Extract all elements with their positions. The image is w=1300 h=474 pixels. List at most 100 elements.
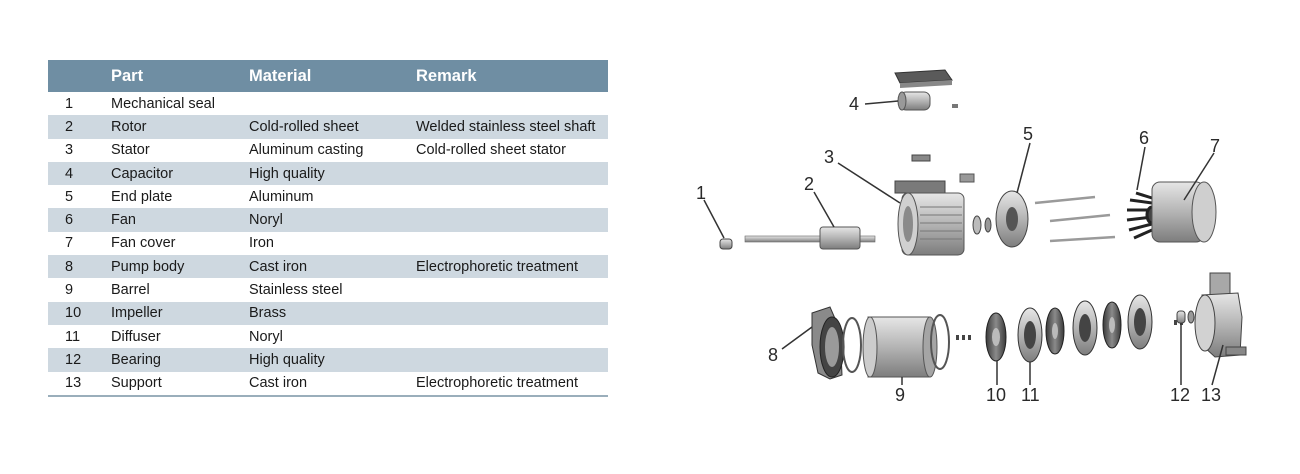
callout-line-8	[781, 326, 813, 350]
callout-line-3	[837, 162, 901, 204]
row-number-cell: 13	[48, 371, 111, 397]
callout-10: 10	[986, 385, 1006, 405]
remark-cell: Welded stainless steel shaft	[416, 115, 608, 139]
material-cell: Cast iron	[249, 371, 416, 397]
mechanical-seal-part	[719, 238, 733, 250]
part-name-cell: Mechanical seal	[111, 95, 215, 112]
part-name-cell: Stator	[111, 142, 150, 159]
callout-11: 11	[1021, 385, 1040, 405]
impeller-part	[985, 312, 1007, 362]
row-number-cell: 11	[65, 328, 81, 345]
o-ring-left	[842, 317, 862, 373]
row-number-cell: 4	[48, 161, 111, 186]
row-number-cell: 3	[65, 142, 74, 159]
remark-cell	[416, 348, 608, 372]
material-cell	[249, 92, 416, 115]
remark-cell	[416, 278, 608, 301]
material-cell: Aluminum	[249, 188, 314, 205]
table-row: 11 Diffuser Noryl	[48, 325, 608, 348]
callout-8: 8	[768, 345, 778, 365]
row-number-cell: 10	[48, 301, 111, 325]
header-part: Part	[111, 60, 249, 92]
callout-5: 5	[1023, 124, 1033, 144]
stator-housing-part	[894, 154, 975, 256]
callout-2: 2	[804, 174, 814, 194]
part-name-cell: Diffuser	[111, 328, 161, 345]
table-row: 5 End plate Aluminum	[48, 185, 608, 208]
rotor-part	[744, 226, 876, 250]
part-name-cell: Pump body	[111, 255, 249, 279]
callout-7: 7	[1210, 136, 1220, 156]
remark-cell	[416, 232, 608, 255]
support-part	[1194, 272, 1247, 358]
header-material: Material	[249, 60, 416, 92]
callout-line-2	[813, 191, 835, 228]
part-name-cell: Impeller	[111, 301, 249, 325]
o-ring-right	[930, 314, 950, 370]
part-name-cell: Bearing	[111, 348, 249, 372]
header-remark: Remark	[416, 60, 608, 92]
pump-body-part	[811, 306, 845, 380]
bearing-part	[1176, 310, 1195, 324]
material-cell: Noryl	[249, 328, 283, 345]
capacitor-cover-part	[894, 69, 953, 88]
callout-12: 12	[1170, 385, 1190, 405]
row-number-cell: 2	[48, 115, 111, 139]
table-row: 9 Barrel Stainless steel	[48, 278, 608, 301]
row-number-cell: 8	[48, 255, 111, 279]
callout-line-1	[703, 199, 725, 239]
callout-line-6	[1136, 146, 1146, 191]
remark-cell	[416, 185, 608, 208]
callout-4: 4	[849, 94, 859, 114]
row-number-cell: 5	[65, 188, 74, 205]
part-name-cell: Barrel	[111, 282, 150, 299]
callout-line-13	[1211, 344, 1224, 386]
remark-cell	[416, 301, 608, 325]
end-plate-part	[995, 190, 1029, 248]
header-no	[48, 60, 111, 92]
remark-cell	[416, 161, 608, 186]
exploded-pump-diagram: 4 1 2 3 5 6 7 8 9 10 11 12 13	[696, 69, 1247, 405]
part-name-cell: Rotor	[111, 115, 249, 139]
header-row: Part Material Remark	[48, 60, 608, 92]
callout-line-7	[1183, 152, 1215, 201]
diffuser-part	[1017, 307, 1043, 363]
tie-rods	[1034, 195, 1116, 243]
row-number-cell: 9	[65, 282, 74, 299]
capacitor-part	[897, 91, 958, 111]
material-cell: Stainless steel	[249, 282, 343, 299]
row-number-cell: 12	[48, 348, 111, 372]
material-cell: Brass	[249, 301, 416, 325]
bearing-ring-part	[972, 215, 992, 235]
remark-cell: Electrophoretic treatment	[416, 371, 608, 397]
material-cell: High quality	[249, 348, 416, 372]
part-name-cell: Fan	[111, 208, 249, 232]
table-row: 7 Fan cover Iron	[48, 232, 608, 255]
row-number-cell: 6	[48, 208, 111, 232]
material-cell: Aluminum casting	[249, 142, 364, 159]
remark-cell	[416, 208, 608, 232]
material-cell: Noryl	[249, 208, 416, 232]
part-name-cell: End plate	[111, 188, 173, 205]
remark-cell: Electrophoretic treatment	[416, 255, 608, 279]
material-cell: Iron	[249, 235, 274, 252]
fan-cover-part	[1151, 181, 1217, 243]
part-name-cell: Fan cover	[111, 235, 176, 252]
remark-cell	[416, 92, 608, 115]
row-number-cell: 7	[65, 235, 74, 252]
part-name-cell: Capacitor	[111, 161, 249, 186]
callout-3: 3	[824, 147, 834, 167]
callout-9: 9	[895, 385, 905, 405]
material-cell: Cast iron	[249, 255, 416, 279]
callout-6: 6	[1139, 128, 1149, 148]
callout-line-4	[864, 100, 899, 105]
